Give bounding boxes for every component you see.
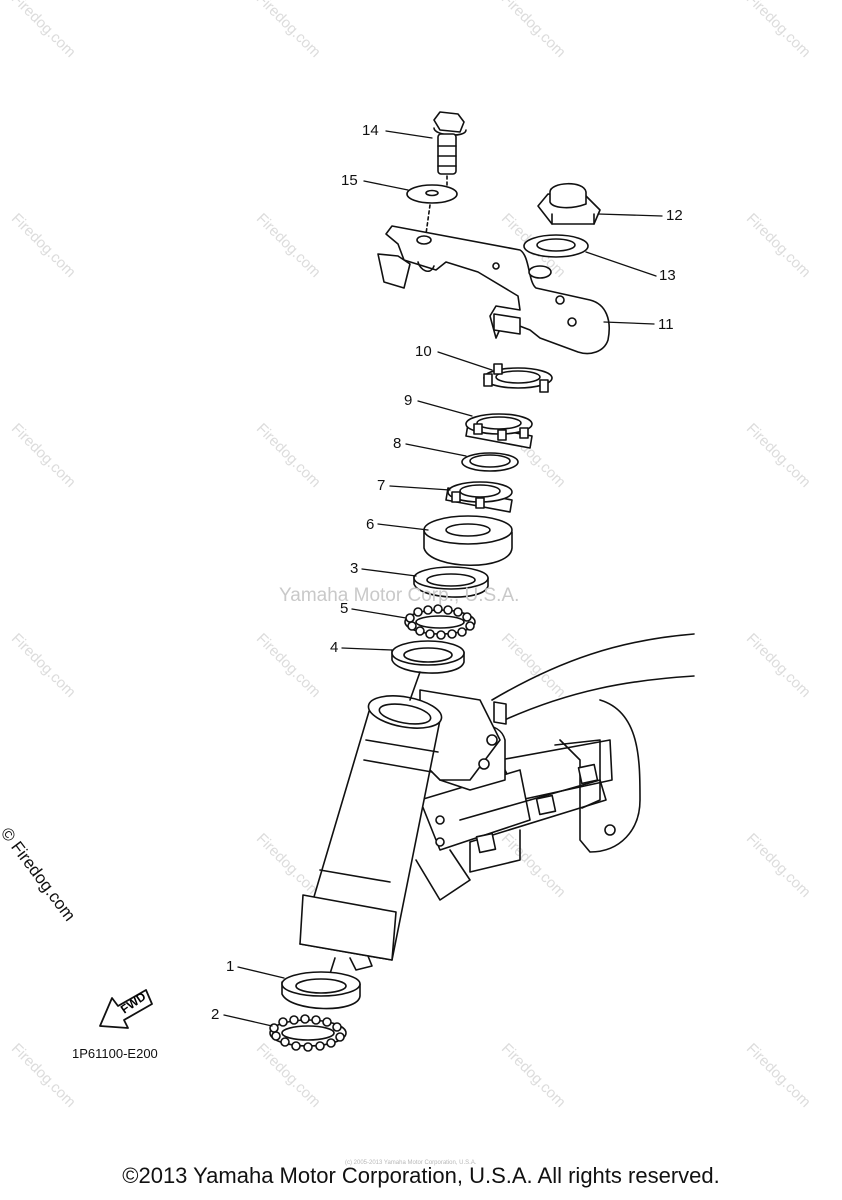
copyright-notice: ©2013 Yamaha Motor Corporation, U.S.A. A… bbox=[122, 1163, 720, 1188]
part-1-race bbox=[281, 971, 361, 1010]
part-8-washer bbox=[461, 452, 519, 472]
frame-drawing bbox=[415, 633, 695, 901]
callout-7: 7 bbox=[377, 477, 386, 494]
part-4-race bbox=[391, 640, 465, 674]
part-7-ring-nut bbox=[445, 481, 513, 513]
callout-9: 9 bbox=[404, 392, 413, 409]
fine-print: (c) 2005-2013 Yamaha Motor Corporation, … bbox=[345, 1160, 477, 1166]
part-3-race bbox=[413, 566, 489, 598]
steering-head-tube bbox=[299, 671, 443, 981]
callout-4: 4 bbox=[330, 639, 339, 656]
part-9-ring-nut bbox=[465, 413, 533, 449]
callout-14: 14 bbox=[362, 122, 379, 139]
callout-11: 11 bbox=[658, 316, 674, 333]
callout-10: 10 bbox=[415, 343, 432, 360]
callout-1: 1 bbox=[226, 958, 235, 975]
callout-3: 3 bbox=[350, 560, 359, 577]
center-watermark: Yamaha Motor Corp., U.S.A. bbox=[279, 585, 520, 606]
callout-8: 8 bbox=[393, 435, 402, 452]
callout-15: 15 bbox=[341, 172, 358, 189]
part-15-washer bbox=[406, 184, 458, 235]
part-10-lock-washer bbox=[483, 363, 553, 393]
callout-2: 2 bbox=[211, 1006, 220, 1023]
fwd-arrow bbox=[99, 989, 153, 1029]
part-13-washer bbox=[523, 234, 589, 258]
diagram-code: 1P61100-E200 bbox=[72, 1046, 158, 1061]
leader-lines bbox=[223, 130, 663, 1027]
part-12-nut bbox=[537, 182, 601, 225]
part-6-cover bbox=[423, 515, 513, 567]
part-14-bolt bbox=[433, 111, 467, 187]
callout-13: 13 bbox=[659, 267, 676, 284]
callout-6: 6 bbox=[366, 516, 375, 533]
part-5-bearing bbox=[404, 604, 476, 640]
part-11-bracket bbox=[377, 225, 610, 355]
part-2-bearing bbox=[269, 1014, 347, 1052]
callout-12: 12 bbox=[666, 207, 683, 224]
callout-5: 5 bbox=[340, 600, 349, 617]
